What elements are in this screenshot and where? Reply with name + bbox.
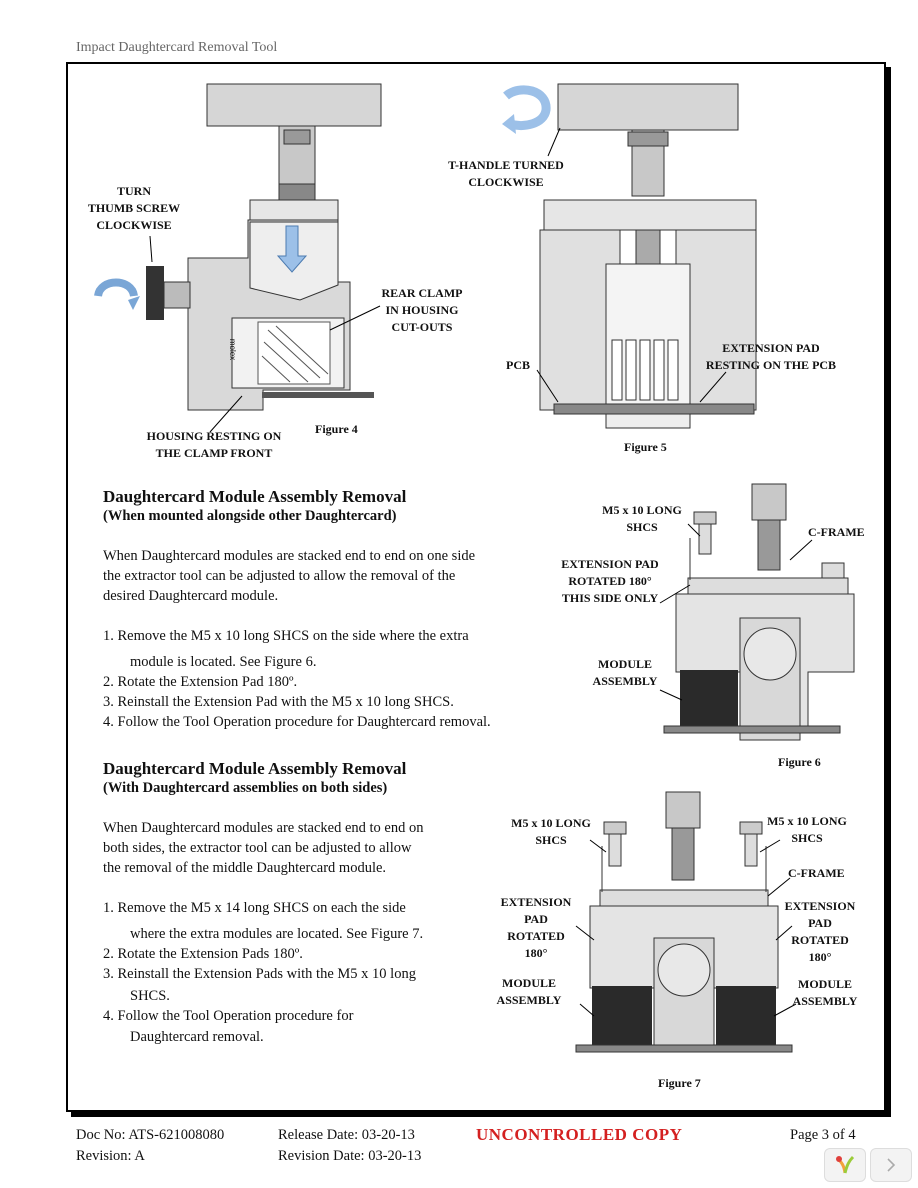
section-2-subtitle: (With Daughtercard assemblies on both si… [103,780,388,796]
section-2-step: 2. Rotate the Extension Pads 180º. [103,946,303,962]
section-2-step: 4. Follow the Tool Operation procedure f… [103,1008,354,1024]
section-1-title: Daughtercard Module Assembly Removal [103,487,407,506]
chevron-right-icon [887,1158,896,1172]
section-1-step: 4. Follow the Tool Operation procedure f… [103,714,491,730]
footer-page-number: Page 3 of 4 [790,1127,856,1143]
section-2-intro: When Daughtercard modules are stacked en… [103,820,424,876]
section-2-step: Daughtercard removal. [130,1029,264,1045]
figure-7-cframe-label: C-FRAME [788,866,845,880]
figure-4-caption: Figure 4 [315,422,358,436]
figure-6-cframe-label: C-FRAME [808,525,865,539]
figure-5-pcb-label: PCB [506,358,530,372]
section-1-step: module is located. See Figure 6. [130,654,317,670]
footer-revision: Revision: A [76,1148,145,1164]
section-1-step: 3. Reinstall the Extension Pad with the … [103,694,454,710]
section-1-subtitle: (When mounted alongside other Daughterca… [103,508,397,524]
footer-release-date: Release Date: 03-20-13 [278,1127,415,1143]
section-1-step: 1. Remove the M5 x 10 long SHCS on the s… [103,628,469,644]
section-1-intro: When Daughtercard modules are stacked en… [103,548,476,604]
section-2-step: 3. Reinstall the Extension Pads with the… [103,966,416,982]
section-2-step: SHCS. [130,988,170,1004]
footer-doc-no: Doc No: ATS-621008080 [76,1127,225,1143]
footer-revision-date: Revision Date: 03-20-13 [278,1148,422,1164]
section-2-step: 1. Remove the M5 x 14 long SHCS on each … [103,900,406,916]
viewer-logo-button[interactable] [824,1148,866,1182]
document-header: Impact Daughtercard Removal Tool [76,40,278,55]
figure-6-caption: Figure 6 [778,755,821,769]
section-2-step: where the extra modules are located. See… [130,926,424,942]
section-1-step: 2. Rotate the Extension Pad 180º. [103,674,298,690]
section-2-title: Daughtercard Module Assembly Removal [103,759,407,778]
uncontrolled-copy-stamp: UNCONTROLLED COPY [476,1125,683,1144]
figure-7-caption: Figure 7 [658,1076,701,1090]
figure-5-caption: Figure 5 [624,440,667,454]
leaf-logo-icon [836,1155,855,1174]
next-page-button[interactable] [870,1148,912,1182]
